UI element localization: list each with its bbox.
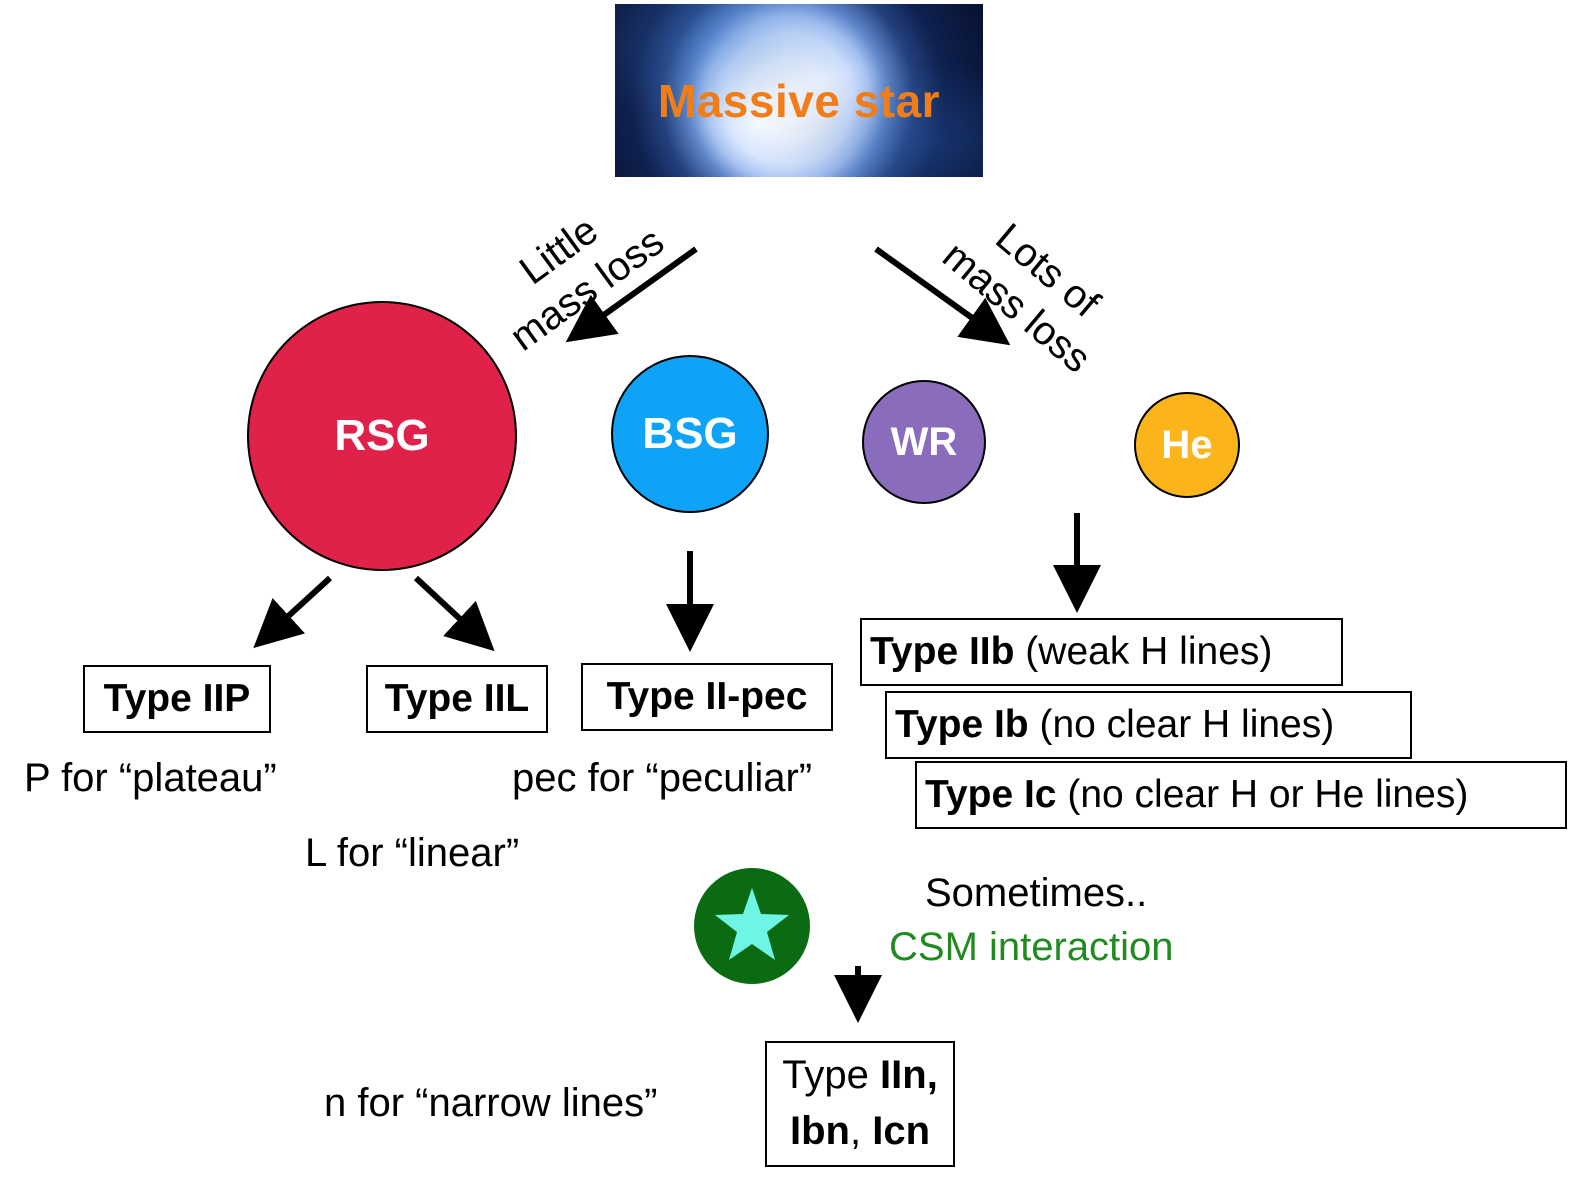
massive-star-image: Massive star xyxy=(615,4,983,177)
wr-label: WR xyxy=(890,419,958,464)
type-iipec-label: Type II-pec xyxy=(606,675,808,718)
bsg-label: BSG xyxy=(642,409,738,458)
type-iip-box: Type IIP xyxy=(83,665,271,733)
type-iin-label: IIn, xyxy=(880,1053,938,1097)
arrow-rsg-to-iip xyxy=(253,575,333,649)
type-ic-label: Type Ic xyxy=(925,773,1057,816)
type-iil-box: Type IIL xyxy=(366,665,548,733)
linear-note: L for “linear” xyxy=(305,831,520,875)
type-n-line-2: Ibn, Icn xyxy=(767,1103,953,1159)
type-ibn-label: Ibn xyxy=(789,1109,850,1153)
type-iipec-box: Type II-pec xyxy=(581,663,833,731)
sometimes-text: Sometimes.. xyxy=(925,871,1148,915)
csm-interaction-text: CSM interaction xyxy=(889,925,1174,969)
arrow-little-mass-loss xyxy=(565,246,698,343)
type-ib-desc: (no clear H lines) xyxy=(1028,703,1335,746)
arrow-lots-mass-loss xyxy=(874,246,1011,346)
bsg-star: BSG xyxy=(611,355,769,513)
type-ib-label: Type Ib xyxy=(895,703,1029,746)
star-icon xyxy=(694,868,810,984)
type-iip-label: Type IIP xyxy=(103,677,251,720)
type-iib-desc: (weak H lines) xyxy=(1014,630,1273,673)
he-label: He xyxy=(1161,422,1213,467)
he-star: He xyxy=(1134,392,1240,498)
type-ib-box: Type Ib (no clear H lines) xyxy=(885,691,1412,759)
type-icn-label: Icn xyxy=(872,1109,930,1153)
plateau-note: P for “plateau” xyxy=(24,756,277,800)
type-ic-box: Type Ic (no clear H or He lines) xyxy=(915,761,1567,829)
type-n-separator: , xyxy=(849,1109,873,1153)
peculiar-note: pec for “peculiar” xyxy=(512,756,813,800)
rsg-star: RSG xyxy=(247,301,517,571)
type-ic-desc: (no clear H or He lines) xyxy=(1056,773,1469,816)
wr-star: WR xyxy=(862,380,986,504)
type-iib-label: Type IIb xyxy=(870,630,1015,673)
type-n-prefix: Type xyxy=(782,1053,881,1097)
massive-star-title: Massive star xyxy=(657,75,941,127)
type-iib-box: Type IIb (weak H lines) xyxy=(860,618,1343,686)
type-n-box: Type IIn, Ibn, Icn xyxy=(765,1041,955,1167)
narrow-lines-note: n for “narrow lines” xyxy=(324,1081,658,1125)
arrow-rsg-to-iil xyxy=(413,575,495,652)
type-iil-label: Type IIL xyxy=(384,677,530,720)
type-n-line-1: Type IIn, xyxy=(767,1047,953,1103)
rsg-label: RSG xyxy=(334,411,430,460)
star-glow xyxy=(615,4,983,177)
